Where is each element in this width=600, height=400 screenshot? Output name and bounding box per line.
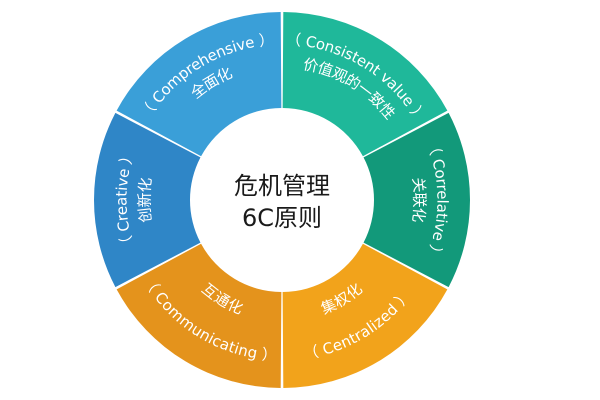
segment-communicating: [116, 243, 282, 388]
center-title-line1: 危机管理: [234, 172, 330, 200]
segment-centralized: [282, 243, 448, 388]
segments-layer: [94, 12, 470, 388]
segment-correlative: [363, 112, 470, 288]
segment-label-cn-creative: 创新化: [136, 176, 156, 223]
center-disc: [192, 110, 372, 290]
segment-comprehensive: [116, 12, 282, 157]
segment-creative: [94, 112, 201, 288]
segment-label-cn-correlative: 关联化: [409, 176, 429, 223]
segment-consistent: [282, 12, 448, 157]
center-title-line2: 6C原则: [242, 204, 322, 232]
